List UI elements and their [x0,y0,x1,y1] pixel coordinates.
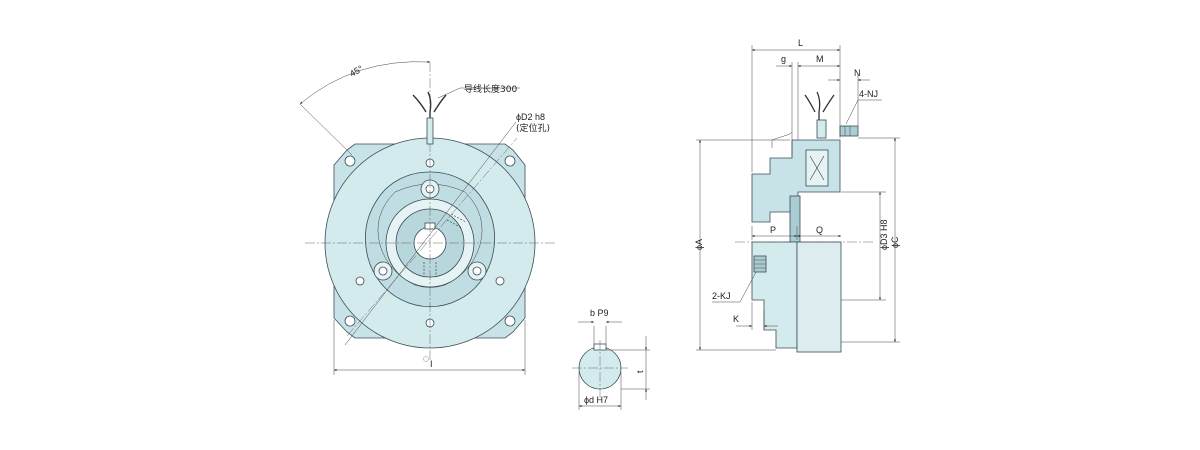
g-label: g [781,54,786,64]
angle-label: 45° [348,63,365,79]
set-screw-hidden [423,213,467,277]
mount-screw [839,125,859,137]
locating-hole-note: (定位孔) [516,122,550,134]
armature-side [789,195,801,243]
corner-holes [344,155,516,327]
armature-bolts [373,179,487,281]
k-label: K [733,314,739,324]
m-label: M [816,54,824,64]
bore-label: ϕd H7 [584,395,608,405]
shaft-section: b P9 t ϕd H7 [572,308,650,410]
overall-length-label: L [798,38,803,48]
friction-disc [796,241,842,353]
mount-thread-label: 4-NJ [859,89,878,99]
disc-holes [355,158,505,328]
angle-arc [299,60,431,105]
lead-wire-label: 导线长度300 [464,83,517,95]
pcd-label: ϕC [890,236,900,248]
key-depth-label: t [635,370,645,373]
key-width-label: b P9 [590,308,609,318]
hub-thread-label: 2-KJ [712,291,731,301]
n-label: N [854,68,861,78]
spigot-label: ϕD3 H8 [879,219,889,250]
outer-dia-label: ϕA [694,239,704,250]
p-label: P [770,225,776,235]
width-label: I [430,359,433,369]
armature-recess [377,183,483,288]
q-label: Q [816,225,823,235]
side-view: L g M N 4-NJ ϕA P Q ϕD3 H8 [694,38,900,353]
locating-hole-label: ϕD2 h8 [516,112,545,122]
front-view: 45° 导线长度300 ϕD2 h8 (定位孔) I [299,60,555,375]
